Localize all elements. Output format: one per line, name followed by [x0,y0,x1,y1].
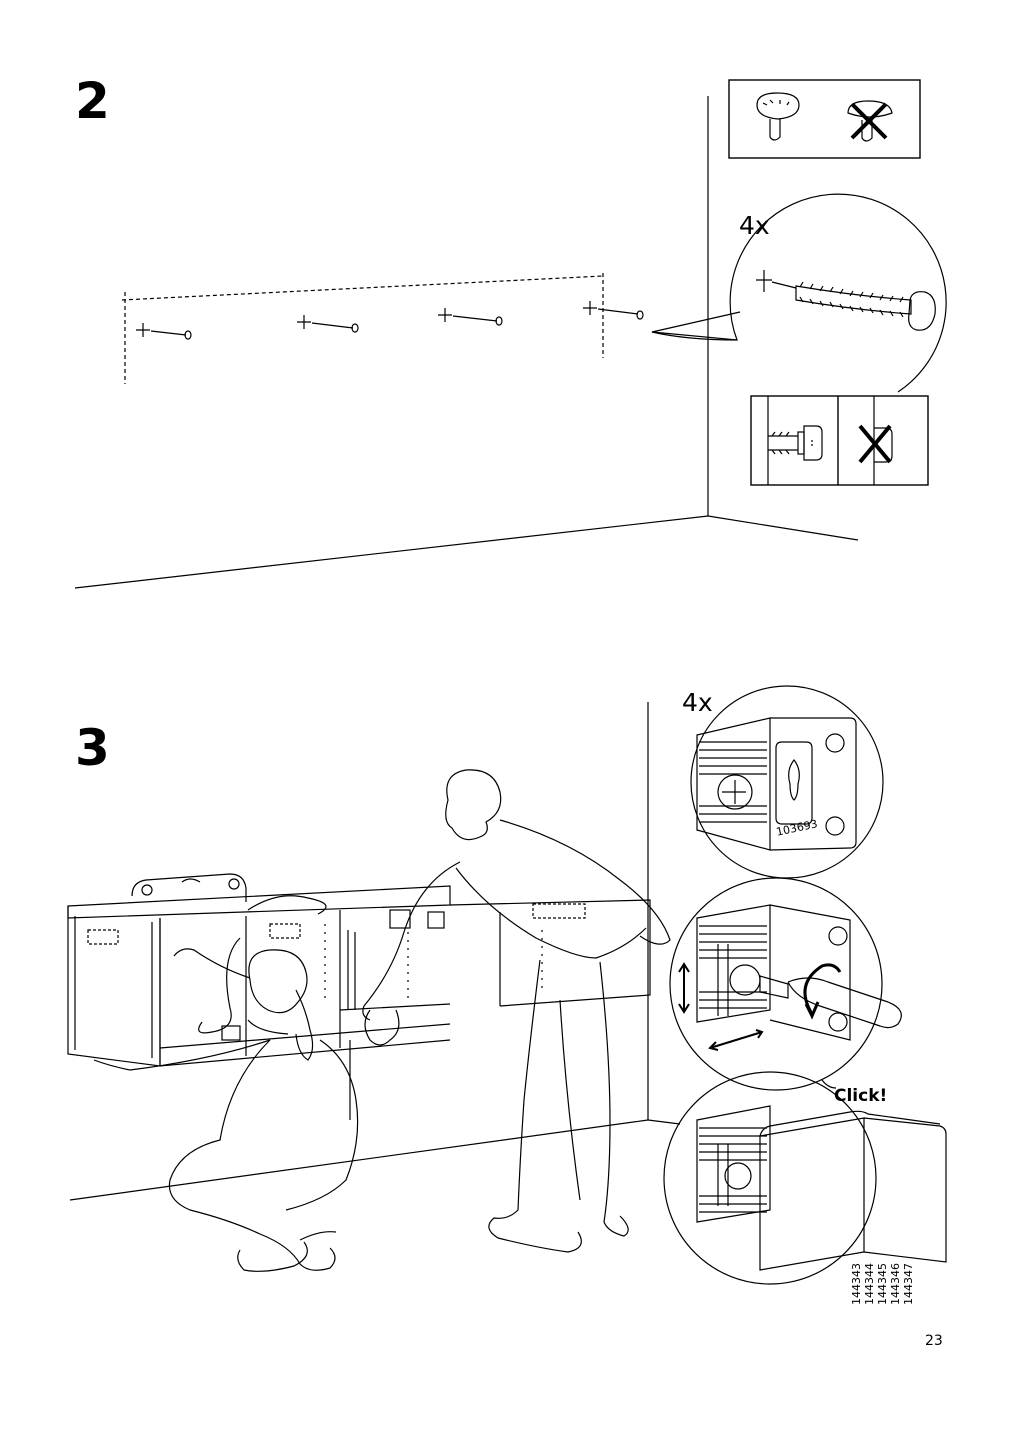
step3-room-scene [69,702,681,1201]
double-arrow-icon [678,962,764,1051]
step-number: 3 [75,719,110,777]
article-number: 144343 [850,1263,863,1305]
page-number: 23 [925,1333,943,1349]
rotate-arrow-icon [803,963,842,1020]
screw-head-comparison-box [728,79,921,159]
article-number-list: 144343 144344 144345 144346 144347 [850,1263,930,1385]
screwdriver-icon [759,975,902,1029]
quantity-label: 4x [682,688,713,717]
step3-detail-adjust [669,877,902,1091]
suspension-rail-icon [775,741,813,825]
wall-screw-icon [771,281,936,331]
step2-room-scene [74,96,859,589]
cross-mark-icon [858,424,892,464]
screw-depth-wrong-icon [858,424,893,464]
cross-mark-icon [850,102,888,140]
screw-depth-ok-icon [768,425,823,461]
screw-depth-comparison-box [750,395,929,486]
article-number: 144347 [902,1263,915,1305]
wall-cabinet [67,873,651,1120]
screw-head-wrong-icon [847,100,893,142]
screw-head-ok-icon [756,92,800,141]
wall-screw-icon [297,315,359,333]
article-number: 144346 [889,1263,902,1305]
step3-detail-cover-panel [663,1071,947,1285]
quantity-label: 4x [739,211,770,240]
step3-detail-hang-rail [690,685,884,879]
step2-screw-callout [651,193,947,393]
click-label: Click! [834,1086,888,1106]
child-person [93,948,359,1272]
article-number: 144345 [876,1263,889,1305]
article-number: 144344 [863,1263,876,1305]
adult-person [362,769,671,1253]
cover-panel-icon [759,1110,947,1271]
wall-screw-icon [583,301,644,320]
wall-screw-icon [136,323,192,340]
step-number: 2 [75,72,110,130]
wall-screw-icon [438,308,503,326]
